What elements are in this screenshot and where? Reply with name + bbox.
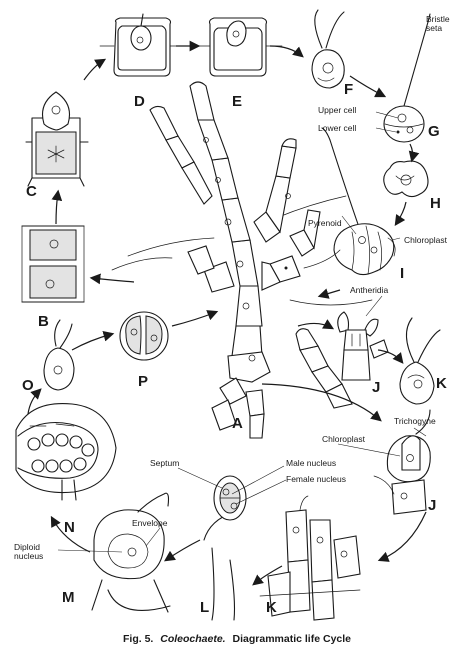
stage-letter-h: H: [430, 195, 441, 212]
label-upper-cell: Upper cell: [318, 105, 356, 115]
stage-letter-b: B: [38, 313, 49, 330]
stage-b-drawing: [21, 225, 85, 303]
stage-h-drawing: [383, 160, 429, 198]
label-pyrenoid: Pyrenoid: [308, 218, 342, 228]
leader-lines: [57, 111, 427, 553]
stage-letter-p: P: [138, 373, 148, 390]
stage-letter-i: I: [400, 265, 404, 282]
stage-letter-e: E: [232, 93, 242, 110]
stage-letter-a: A: [232, 415, 243, 432]
stage-letter-l: L: [200, 599, 209, 616]
stage-g-drawing: [383, 13, 431, 143]
cycle-arrows: [27, 40, 427, 586]
label-chloroplast-j: Chloroplast: [322, 434, 366, 444]
stage-letter-n: N: [64, 519, 75, 536]
label-envelope: Envelope: [132, 518, 168, 528]
caption-genus: Coleochaete.: [160, 633, 225, 645]
stage-letter-d: D: [134, 93, 145, 110]
stage-m-drawing: [91, 492, 171, 613]
stage-o-drawing: [43, 319, 75, 391]
stage-i-drawing: [321, 127, 396, 276]
label-chloroplast-i: Chloroplast: [404, 235, 448, 245]
caption-suffix: Diagrammatic life Cycle: [233, 633, 352, 645]
stage-letter-c: C: [26, 183, 37, 200]
stage-d-drawing: [99, 13, 187, 77]
stage-letter-k-lower: K: [266, 599, 277, 616]
label-septum: Septum: [150, 458, 179, 468]
stage-c-drawing: [25, 91, 89, 187]
stage-j2-drawing: [373, 409, 431, 515]
stage-letter-k-upper: K: [436, 375, 447, 392]
label-male-nucleus: Male nucleus: [286, 458, 336, 468]
stage-k1-drawing: [399, 317, 441, 405]
label-female-nucleus: Female nucleus: [286, 474, 346, 484]
stage-p-drawing: [119, 311, 169, 361]
stage-a-drawing: [111, 81, 373, 439]
stage-n-drawing: [15, 402, 117, 501]
stage-e-drawing: [195, 17, 283, 77]
caption-prefix: Fig. 5.: [123, 633, 153, 645]
label-antheridia: Antheridia: [350, 285, 389, 295]
stage-j1-drawing: [295, 311, 389, 409]
stage-letter-m: M: [62, 589, 75, 606]
stage-f-drawing: [311, 9, 345, 89]
stage-letter-g: G: [428, 123, 440, 140]
label-lower-cell: Lower cell: [318, 123, 356, 133]
stage-letter-o: O: [22, 377, 34, 394]
stage-l-drawing: [203, 475, 247, 621]
stage-k2-drawing: [259, 495, 361, 621]
figure-caption: Fig. 5. Coleochaete. Diagrammatic life C…: [123, 633, 351, 645]
stage-letter-j-lower: J: [428, 497, 436, 514]
label-trichogyne: Trichogyne: [394, 416, 436, 426]
stage-letter-j-upper: J: [372, 379, 380, 396]
stage-letter-f: F: [344, 81, 353, 98]
